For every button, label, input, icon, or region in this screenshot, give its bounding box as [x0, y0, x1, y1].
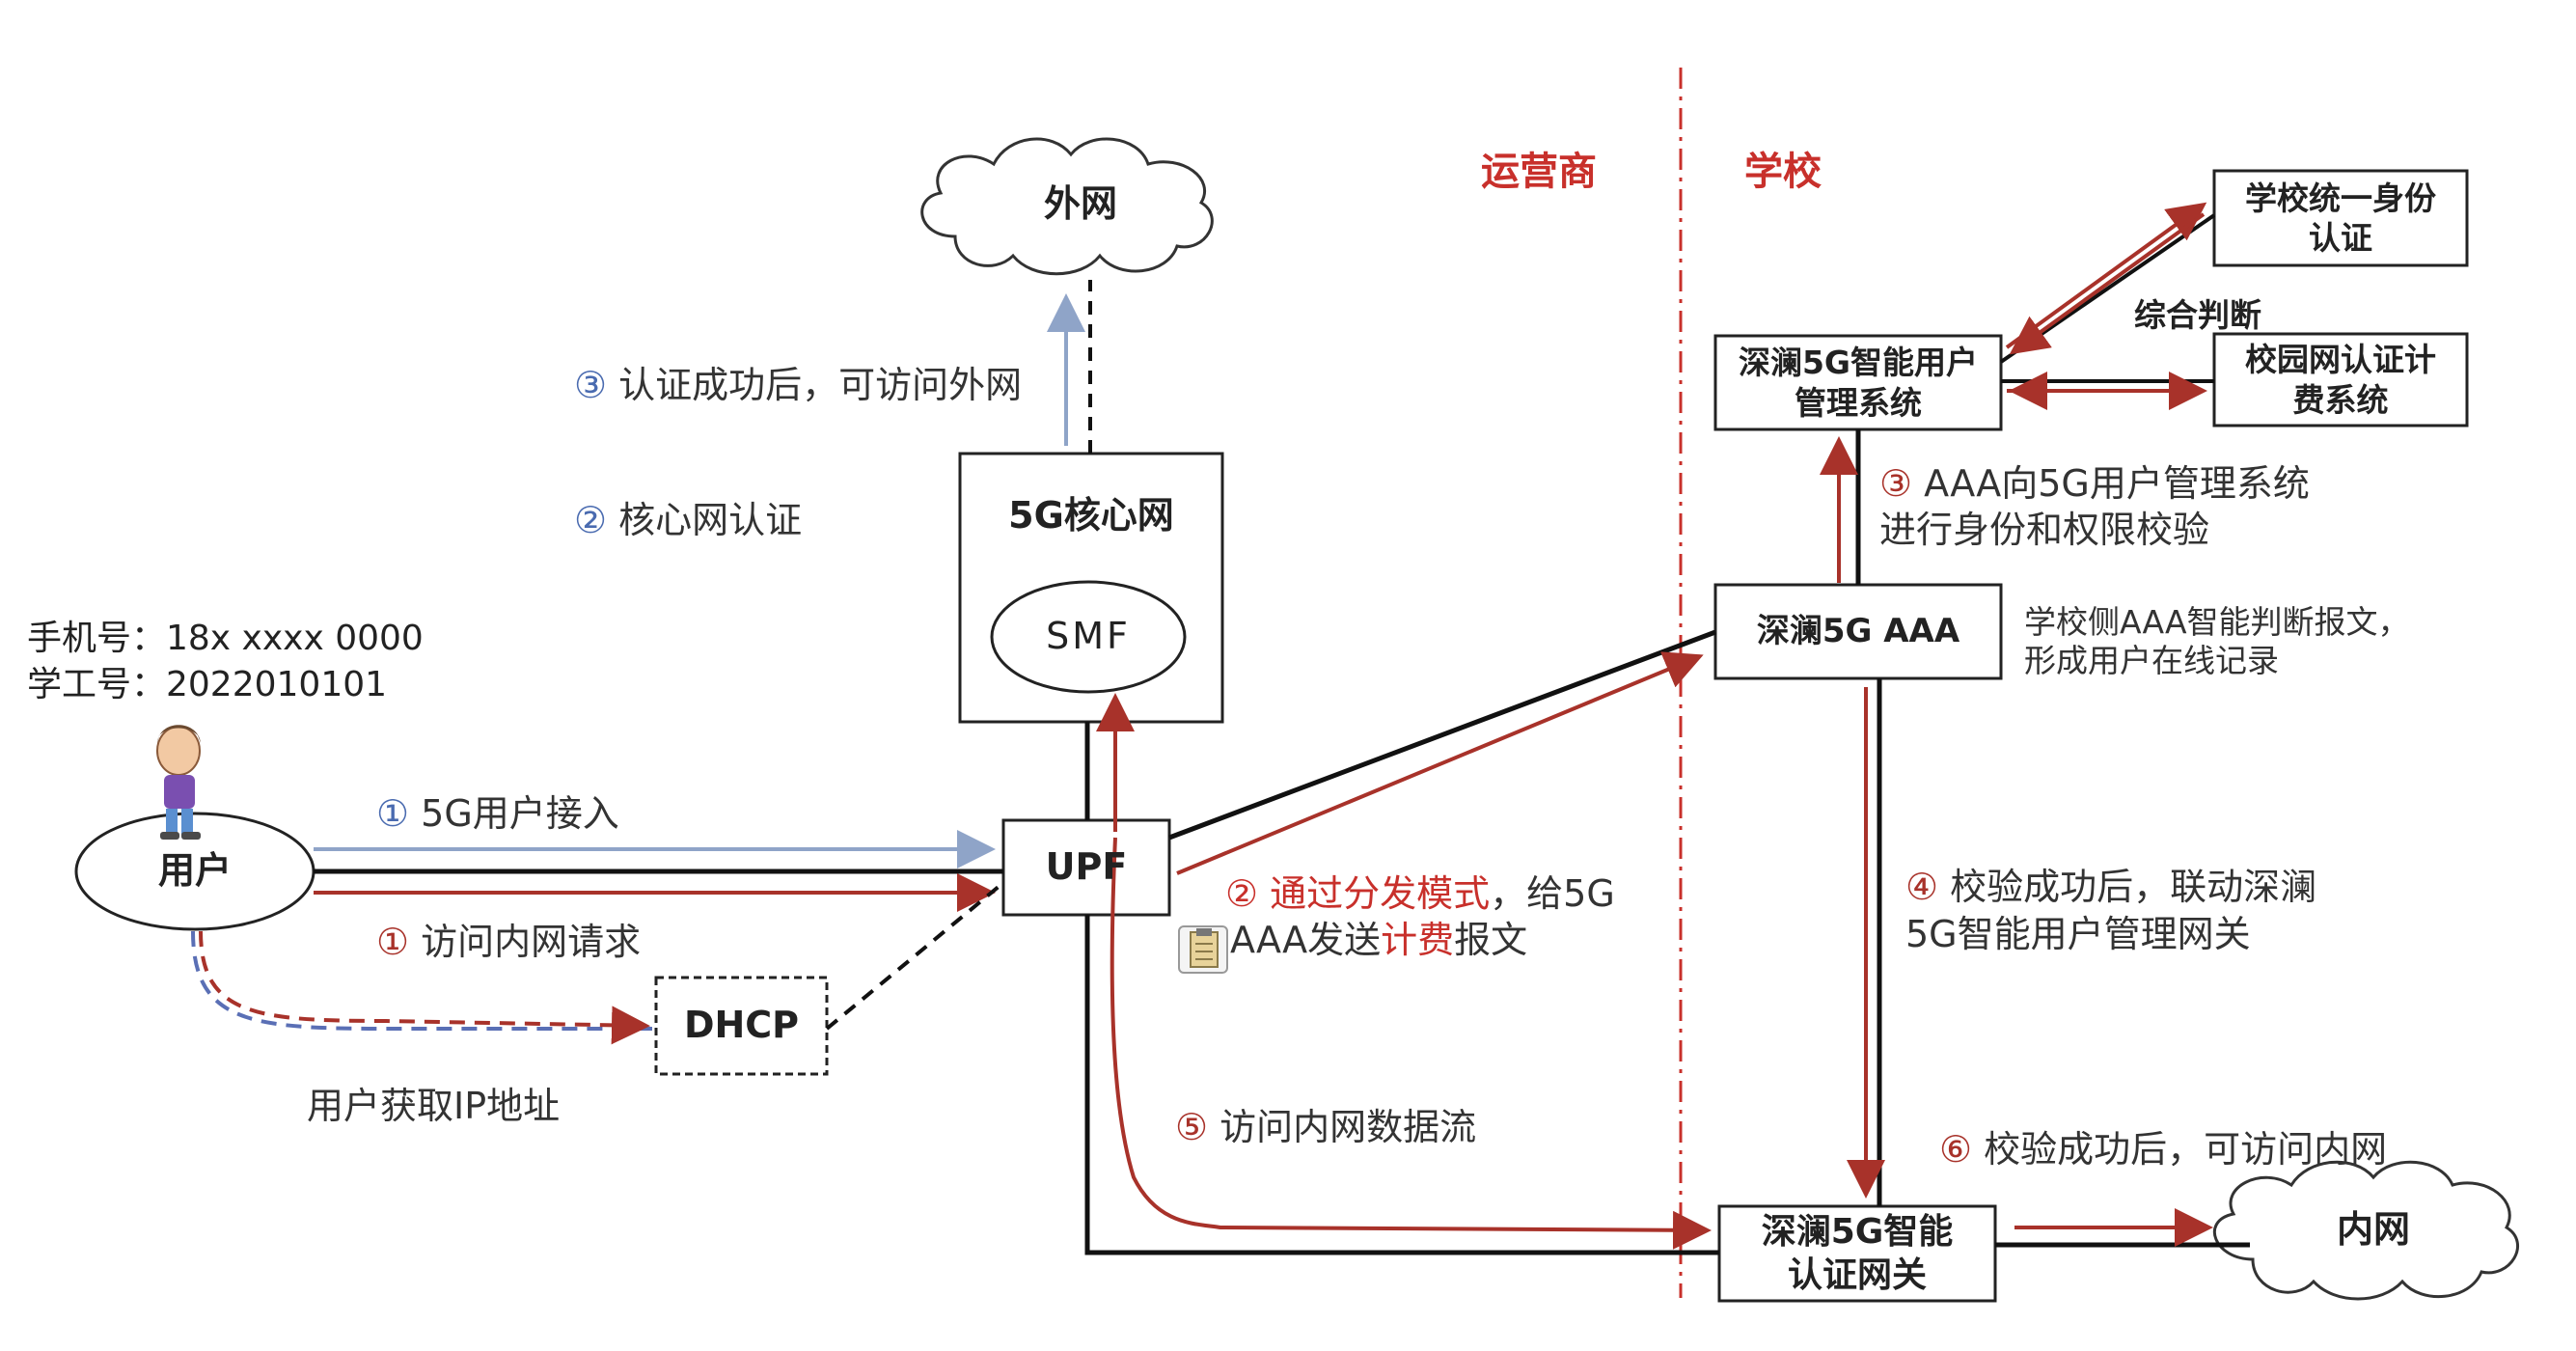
step2-forward-prefix: ② — [1225, 872, 1271, 915]
step4-line2: 5G智能用户管理网关 — [1905, 913, 2251, 955]
unified-auth-box — [2212, 169, 2469, 267]
upf-label: UPF — [1045, 845, 1128, 889]
external-net-cloud-icon — [920, 137, 1214, 276]
step2-core-label-text: 核心网认证 — [607, 499, 803, 541]
core-net-label: 5G核心网 — [1008, 494, 1174, 538]
upf-gateway-black-line — [1084, 915, 1719, 1255]
step3-aaa-line1-numeral: ③ — [1879, 462, 1913, 505]
smf-ellipse — [990, 580, 1187, 694]
mgmt-system-label: 深澜5G智能用户 管理系统 — [1715, 336, 2001, 429]
upf-aaa-red-arrow — [1176, 651, 1704, 875]
user-student-id: 学工号：2022010101 — [27, 665, 388, 704]
step2-forward-line2-b: 报文 — [1454, 919, 1528, 961]
mgmt-auth-black-line — [1999, 213, 2216, 364]
step1-access-label: ① 5G用户接入 — [376, 784, 619, 837]
step1-access-label-text: 5G用户接入 — [409, 792, 619, 835]
step1-request-label-text: 访问内网请求 — [409, 921, 642, 963]
user-phone: 手机号：18x xxxx 0000 — [27, 619, 424, 658]
step3-external-label-numeral: ③ — [574, 364, 608, 406]
aaa-label: 深澜5G AAA — [1756, 612, 1960, 651]
dhcp-upf-dashed — [825, 884, 1001, 1031]
person-avatar-icon — [156, 725, 201, 840]
step2-forward-line1: ② 通过分发模式，给5G — [1225, 864, 1615, 917]
user-label: 用户 — [157, 849, 232, 893]
gateway-line2: 认证网关 — [1787, 1255, 1927, 1295]
mgmt-system-line1: 深澜5G智能用户 — [1738, 344, 1979, 382]
step6-label: ⑥ 校验成功后，可访问内网 — [1939, 1119, 2387, 1172]
zone-label-school: 学校 — [1744, 150, 1822, 194]
step2-forward-line2: AAA发送计费报文 — [1230, 910, 1527, 963]
auth-mgmt-red-arrow — [2009, 212, 2206, 355]
step3-external-label-text: 认证成功后，可访问外网 — [607, 364, 1023, 406]
step2-forward-suffix: ，给5G — [1490, 872, 1615, 915]
billing-line1: 校园网认证计 — [2245, 341, 2436, 379]
gateway-line1: 深澜5G智能 — [1761, 1212, 1954, 1252]
step2-forward-line2-hl: 计费 — [1381, 919, 1455, 961]
clipboard-icon — [1178, 925, 1228, 974]
step3-aaa-line1-text: AAA向5G用户管理系统 — [1912, 462, 2310, 505]
step2-forward-highlight: 通过分发模式 — [1270, 872, 1491, 915]
billing-line2: 费系统 — [2292, 380, 2389, 419]
user-dhcp-red-dashed — [199, 930, 650, 1045]
upf-aaa-black-line — [1168, 629, 1716, 841]
step4-line1: ④ 校验成功后，联动深澜 — [1905, 857, 2316, 910]
step5-flow-label-numeral: ⑤ — [1175, 1106, 1209, 1148]
step6-label-text: 校验成功后，可访问内网 — [1972, 1128, 2388, 1171]
dhcp-box — [654, 976, 829, 1076]
step3-aaa-line1: ③ AAA向5G用户管理系统 — [1879, 454, 2310, 507]
comprehensive-label: 综合判断 — [2134, 296, 2261, 334]
step3-aaa-line2: 进行身份和权限校验 — [1879, 509, 2210, 551]
aaa-box — [1713, 583, 2003, 680]
step2-core-label-numeral: ② — [574, 499, 608, 541]
unified-auth-label: 学校统一身份 认证 — [2214, 171, 2467, 265]
zone-label-operator: 运营商 — [1481, 150, 1597, 194]
internal-net-label: 内网 — [2336, 1208, 2410, 1252]
step2-core-label: ② 核心网认证 — [574, 490, 802, 543]
aaa-note-line2: 形成用户在线记录 — [2024, 642, 2279, 679]
step3-external-label: ③ 认证成功后，可访问外网 — [574, 355, 1022, 408]
step1-access-label-numeral: ① — [376, 792, 410, 835]
user-dhcp-blue-dashed — [191, 930, 652, 1031]
aaa-note-line1: 学校侧AAA智能判断报文， — [2024, 603, 2410, 641]
external-net-label: 外网 — [1043, 182, 1117, 226]
mgmt-system-line2: 管理系统 — [1795, 383, 1922, 422]
data-flow-red-arrow — [1110, 837, 1712, 1250]
step6-label-numeral: ⑥ — [1939, 1128, 1973, 1171]
step1-request-label-numeral: ① — [376, 921, 410, 963]
step2-forward-line2-a: AAA发送 — [1230, 919, 1382, 961]
get-ip-label: 用户获取IP地址 — [307, 1085, 561, 1127]
dhcp-label: DHCP — [683, 1004, 800, 1047]
step1-request-label: ① 访问内网请求 — [376, 912, 641, 965]
step5-flow-label-text: 访问内网数据流 — [1208, 1106, 1477, 1148]
smf-label: SMF — [1046, 615, 1131, 658]
unified-auth-line1: 学校统一身份 — [2245, 179, 2436, 217]
step5-flow-label: ⑤ 访问内网数据流 — [1175, 1097, 1476, 1150]
billing-label: 校园网认证计 费系统 — [2214, 334, 2467, 426]
gateway-label: 深澜5G智能 认证网关 — [1719, 1206, 1995, 1301]
step4-line1-text: 校验成功后，联动深澜 — [1938, 866, 2317, 908]
step4-line1-numeral: ④ — [1905, 866, 1939, 908]
internal-net-cloud-icon — [2212, 1160, 2519, 1301]
unified-auth-line2: 认证 — [2309, 219, 2372, 257]
